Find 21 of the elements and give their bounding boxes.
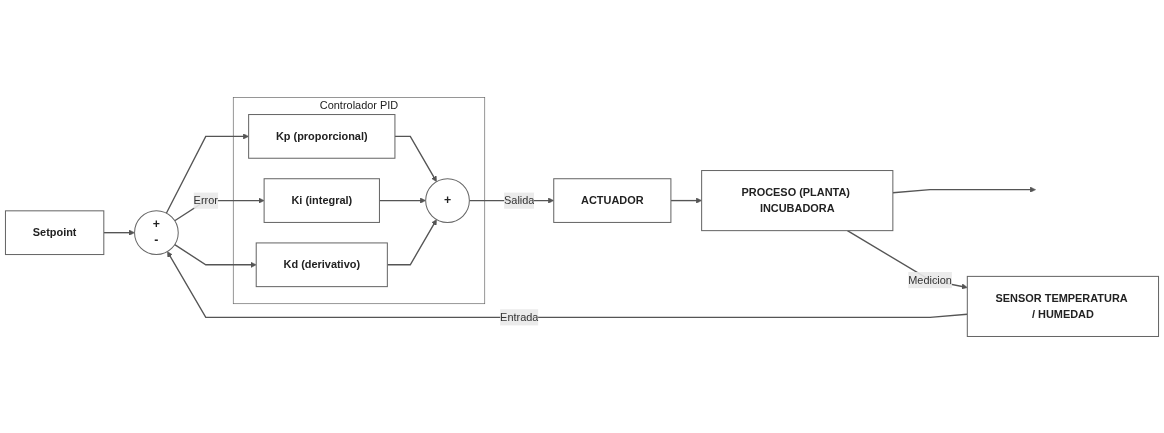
- node-box: SENSOR TEMPERATURA / HUMEDAD: [966, 275, 1160, 337]
- arrow: [892, 186, 1036, 193]
- arrow: [103, 229, 135, 236]
- arrow: [174, 243, 257, 268]
- arrow: [846, 229, 968, 289]
- edge-label: Medicion: [908, 273, 952, 286]
- node-box: Kd (derivativo): [255, 241, 388, 287]
- node-circle: + -: [134, 209, 179, 255]
- node-circle: +: [425, 177, 470, 223]
- node-box: Setpoint: [4, 209, 105, 255]
- node-box: ACTUADOR: [553, 177, 672, 223]
- arrow: [165, 132, 249, 214]
- edge-label: Entrada: [500, 310, 539, 323]
- node-box: Ki (integral): [263, 177, 380, 223]
- edge-label: Salida: [504, 193, 535, 206]
- node-box: PROCESO (PLANTA) INCUBADORA: [701, 169, 894, 231]
- edge-label: Error: [193, 193, 218, 206]
- node-box: Kp (proporcional): [248, 113, 396, 159]
- arrow: [394, 135, 437, 182]
- arrow: [670, 197, 702, 204]
- arrow: [167, 250, 968, 318]
